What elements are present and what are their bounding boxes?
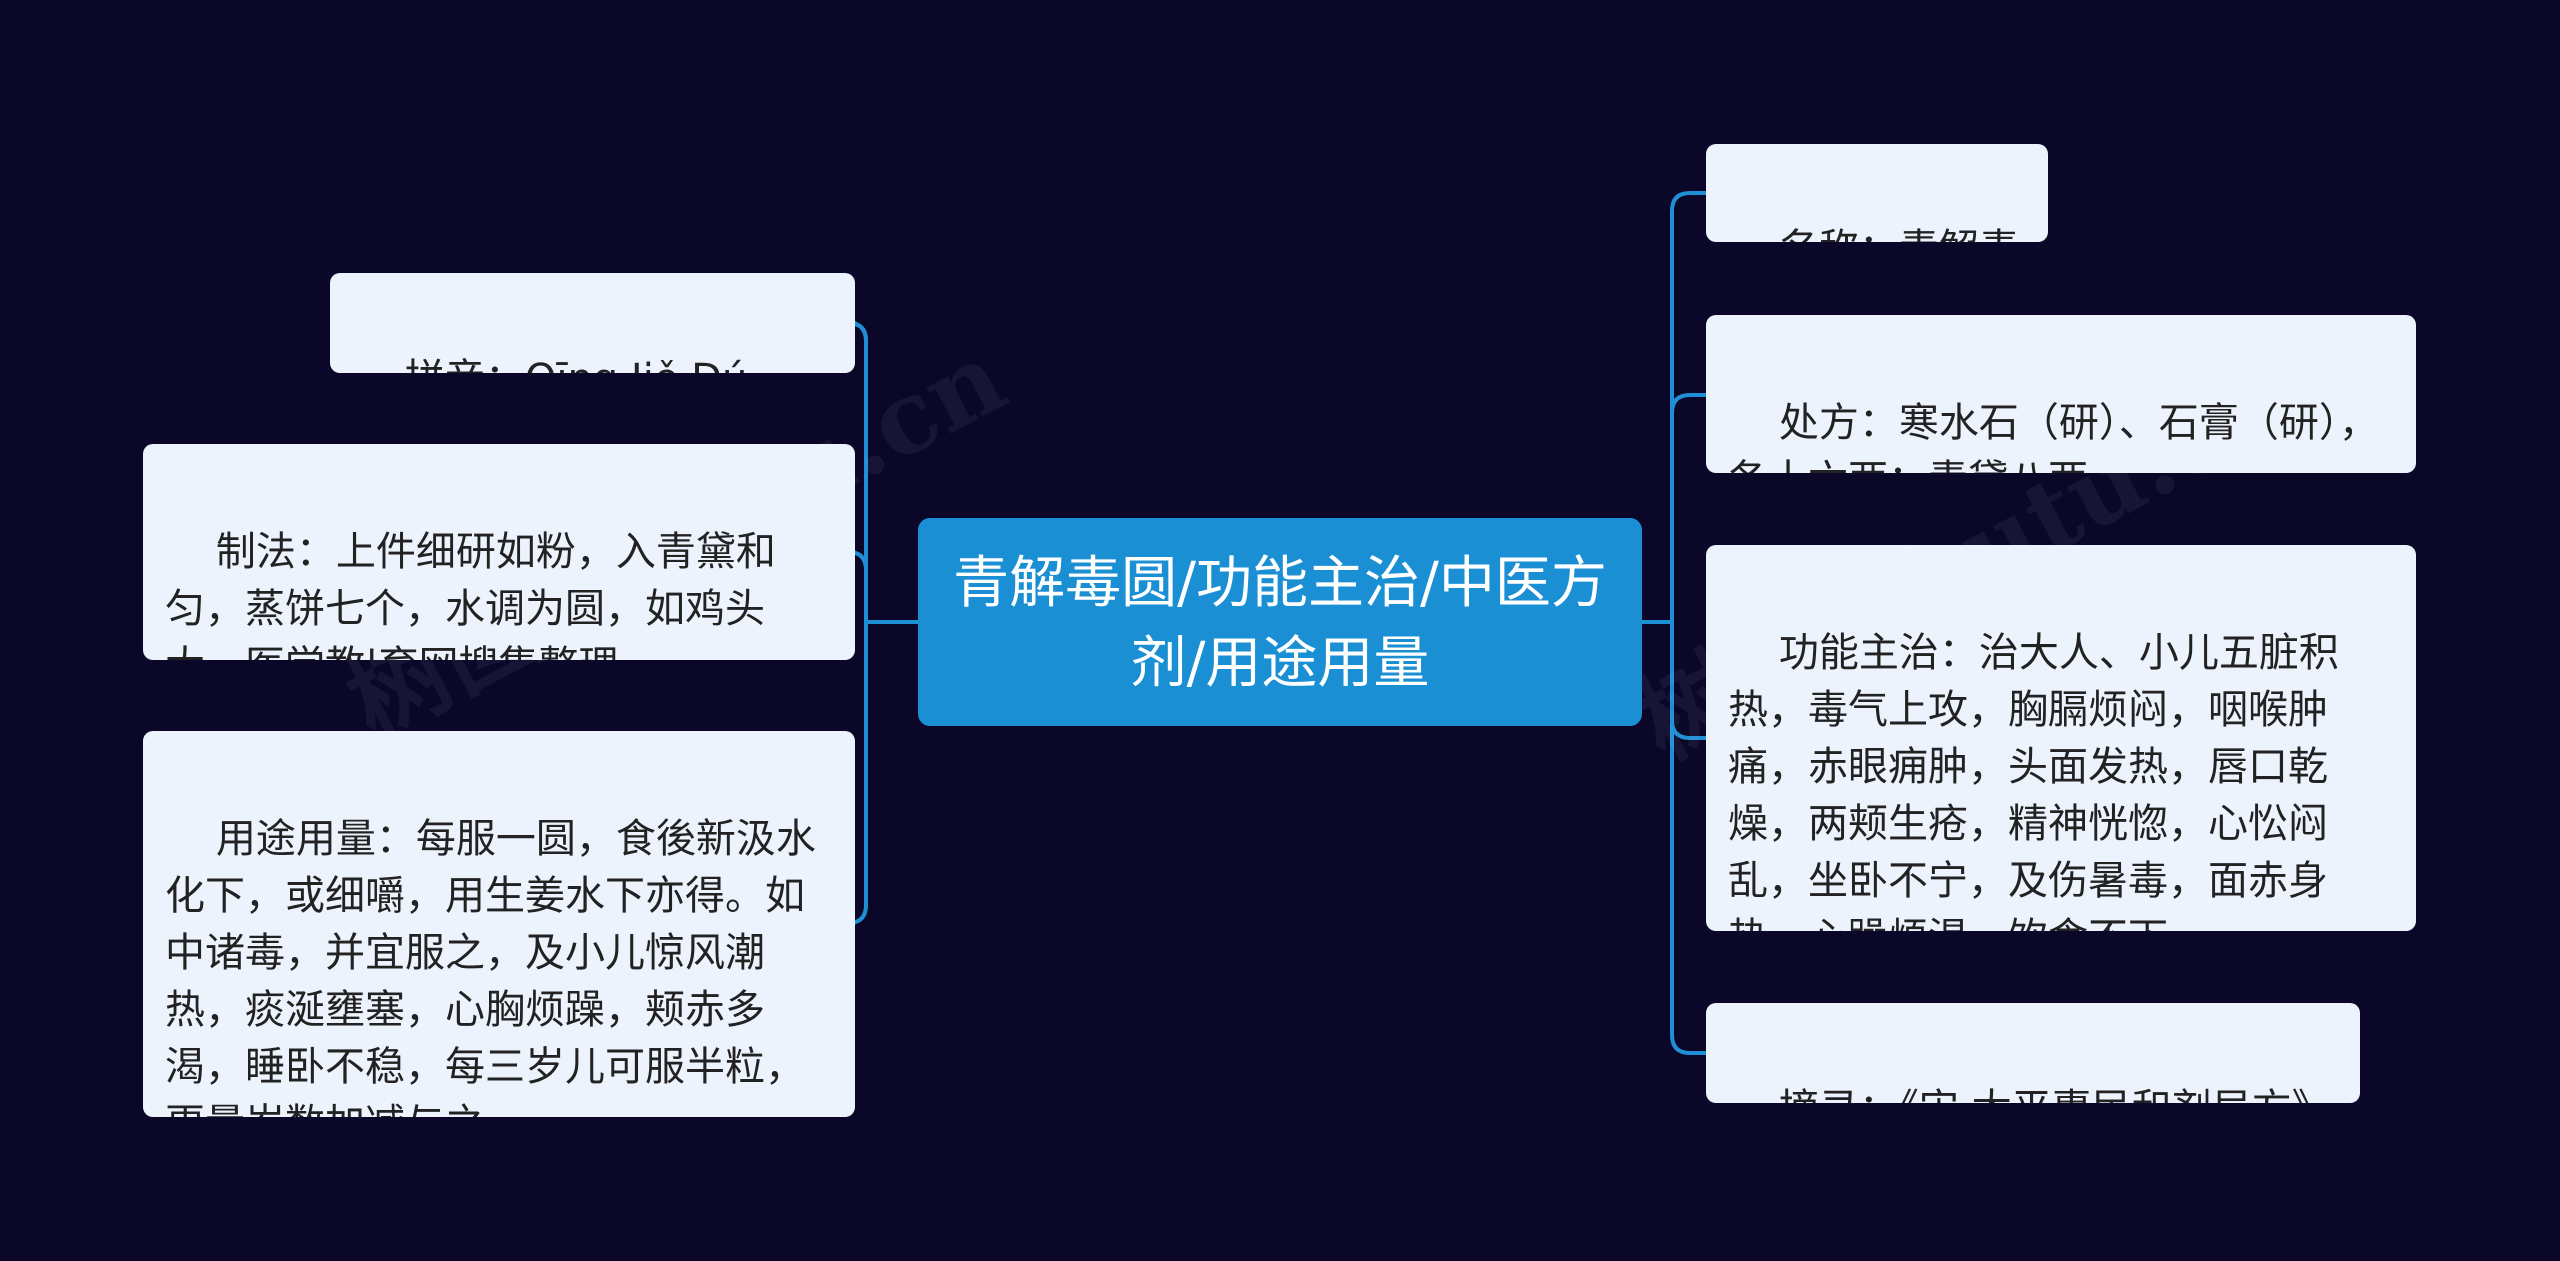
node-pinyin-text: 拼音：Qīng Jiě Dú Yuán bbox=[354, 356, 760, 373]
connector-right-zhailu bbox=[1670, 620, 1708, 1055]
node-yongtu-text: 用途用量：每服一圆，食後新汲水化下，或细嚼，用生姜水下亦得。如中诸毒，并宜服之，… bbox=[165, 816, 816, 1117]
node-gongneng[interactable]: 功能主治：治大人、小儿五脏积热，毒气上攻，胸膈烦闷，咽喉肿痛，赤眼痈肿，头面发热… bbox=[1706, 545, 2416, 931]
node-zhailu[interactable]: 摘录：《宋·太平惠民和剂局方》 bbox=[1706, 1003, 2360, 1103]
central-topic-node[interactable]: 青解毒圆/功能主治/中医方剂/用途用量 bbox=[918, 518, 1642, 726]
node-chufang-text: 处方：寒水石（研）、石膏（研），各十六两；青黛八两。 bbox=[1728, 400, 2379, 473]
node-chufang[interactable]: 处方：寒水石（研）、石膏（研），各十六两；青黛八两。 bbox=[1706, 315, 2416, 473]
node-mingcheng[interactable]: 名称：青解毒圆 bbox=[1706, 144, 2048, 242]
connector-right-gongneng bbox=[1670, 620, 1708, 740]
central-topic-label: 青解毒圆/功能主治/中医方剂/用途用量 bbox=[953, 551, 1607, 696]
node-gongneng-text: 功能主治：治大人、小儿五脏积热，毒气上攻，胸膈烦闷，咽喉肿痛，赤眼痈肿，头面发热… bbox=[1728, 630, 2339, 931]
node-pinyin[interactable]: 拼音：Qīng Jiě Dú Yuán bbox=[330, 273, 855, 373]
node-zhailu-text: 摘录：《宋·太平惠民和剂局方》 bbox=[1779, 1086, 2332, 1103]
node-zhifa-text: 制法：上件细研如粉，入青黛和匀，蒸饼七个，水调为圆，如鸡头大。医学教|育网搜集整… bbox=[165, 529, 776, 660]
node-yongtu[interactable]: 用途用量：每服一圆，食後新汲水化下，或细嚼，用生姜水下亦得。如中诸毒，并宜服之，… bbox=[143, 731, 855, 1117]
node-mingcheng-text: 名称：青解毒圆 bbox=[1728, 226, 2019, 242]
connector-right-chufang bbox=[1670, 393, 1708, 624]
node-zhifa[interactable]: 制法：上件细研如粉，入青黛和匀，蒸饼七个，水调为圆，如鸡头大。医学教|育网搜集整… bbox=[143, 444, 855, 660]
connector-right-mingcheng bbox=[1670, 191, 1708, 624]
